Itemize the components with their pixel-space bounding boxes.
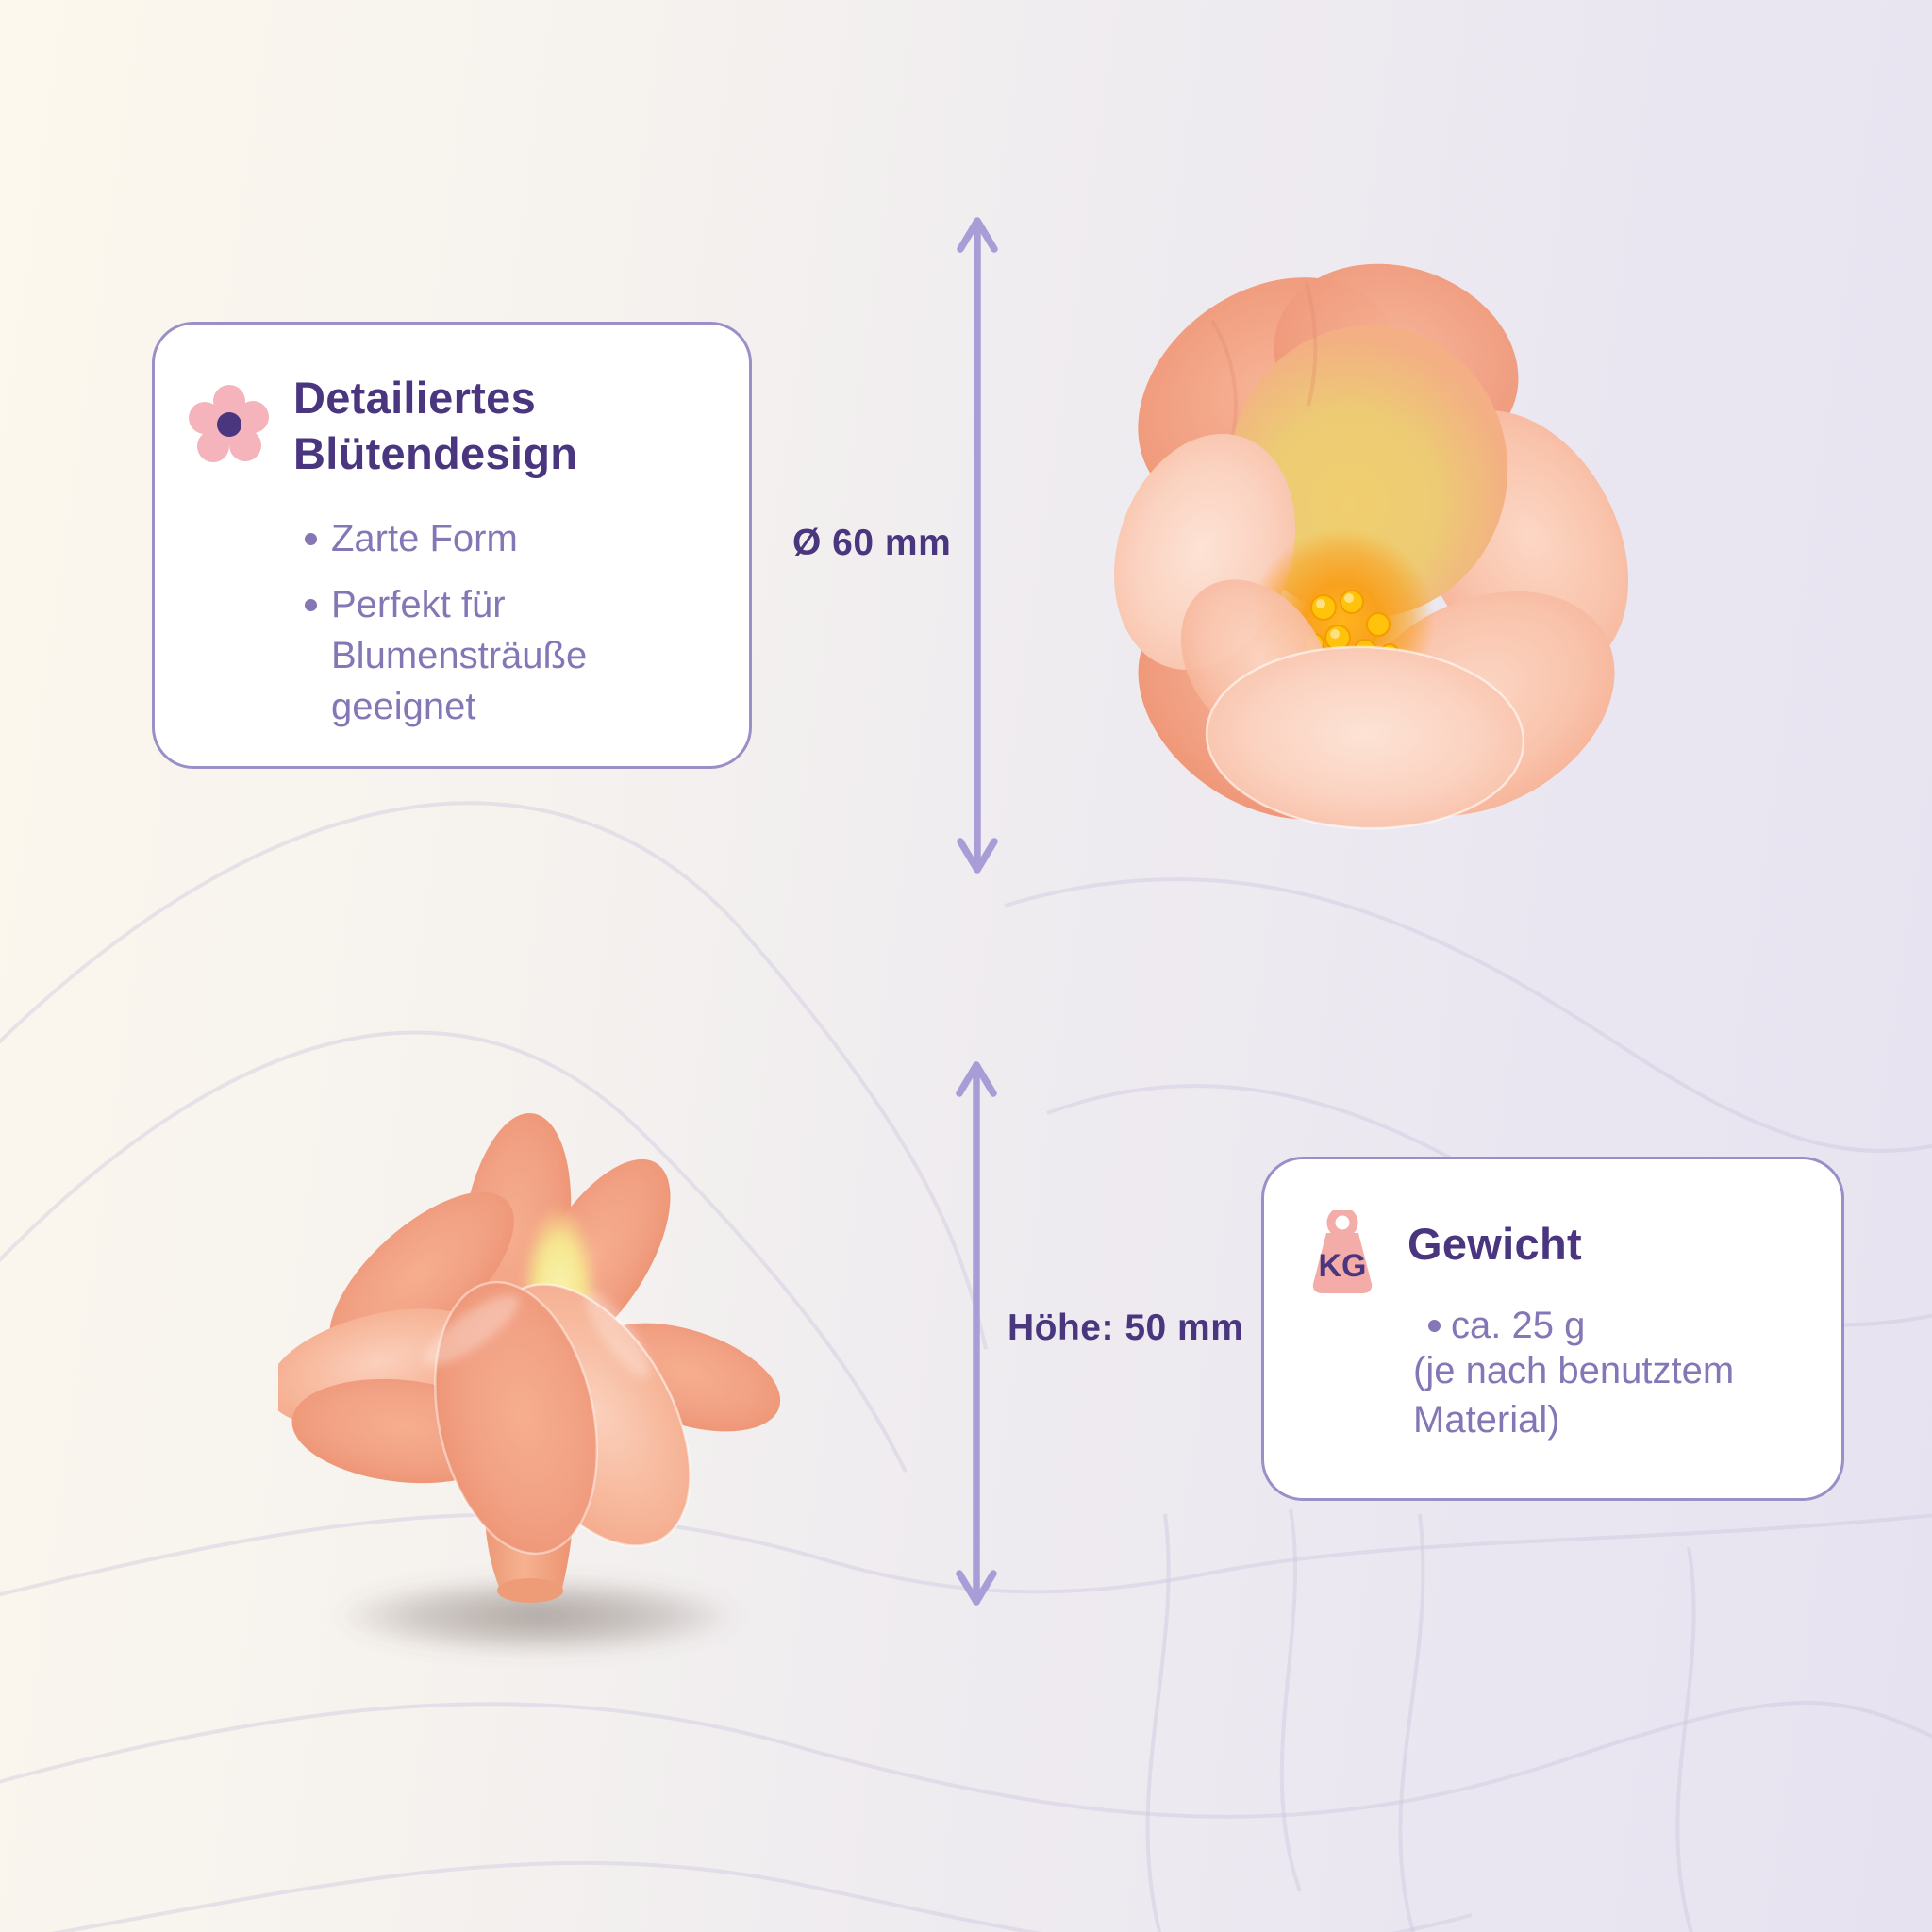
card-title: Detailiertes Blütendesign — [293, 370, 577, 481]
flower-shadow — [332, 1576, 743, 1656]
card-title-line-1: Detailiertes — [293, 373, 537, 423]
feature-card-bluetendesign: Detailiertes Blütendesign Zarte Form Per… — [152, 322, 752, 769]
flower-product-top-view — [1113, 263, 1629, 830]
diameter-dimension-arrow — [957, 217, 998, 874]
bullet-dot — [1428, 1320, 1441, 1332]
feature-card-gewicht: KG Gewicht ca. 25 g (je nach benutztem M… — [1261, 1157, 1844, 1501]
bullet-blumenstraeusse: Perfekt für Blumensträuße geeignet — [293, 579, 661, 732]
card-title: Gewicht — [1407, 1219, 1582, 1269]
weight-value: ca. 25 g — [1451, 1305, 1586, 1346]
height-label: Höhe: 50 mm — [1008, 1307, 1244, 1348]
weight-value-line: ca. 25 g — [1407, 1301, 1585, 1350]
card-title-line-2: Blütendesign — [293, 428, 578, 478]
diameter-label: Ø 60 mm — [792, 523, 952, 563]
kg-icon-text: KG — [1319, 1248, 1367, 1284]
flower-product-side-view — [278, 1113, 781, 1656]
feature-bullet-list: Zarte Form Perfekt für Blumensträuße gee… — [293, 513, 661, 747]
flower-icon — [189, 385, 269, 462]
height-dimension-arrow — [956, 1061, 997, 1606]
bullet-zarte-form: Zarte Form — [293, 513, 661, 564]
weight-note: (je nach benutztem Material) — [1413, 1350, 1735, 1441]
kg-weight-icon: KG — [1312, 1210, 1373, 1293]
